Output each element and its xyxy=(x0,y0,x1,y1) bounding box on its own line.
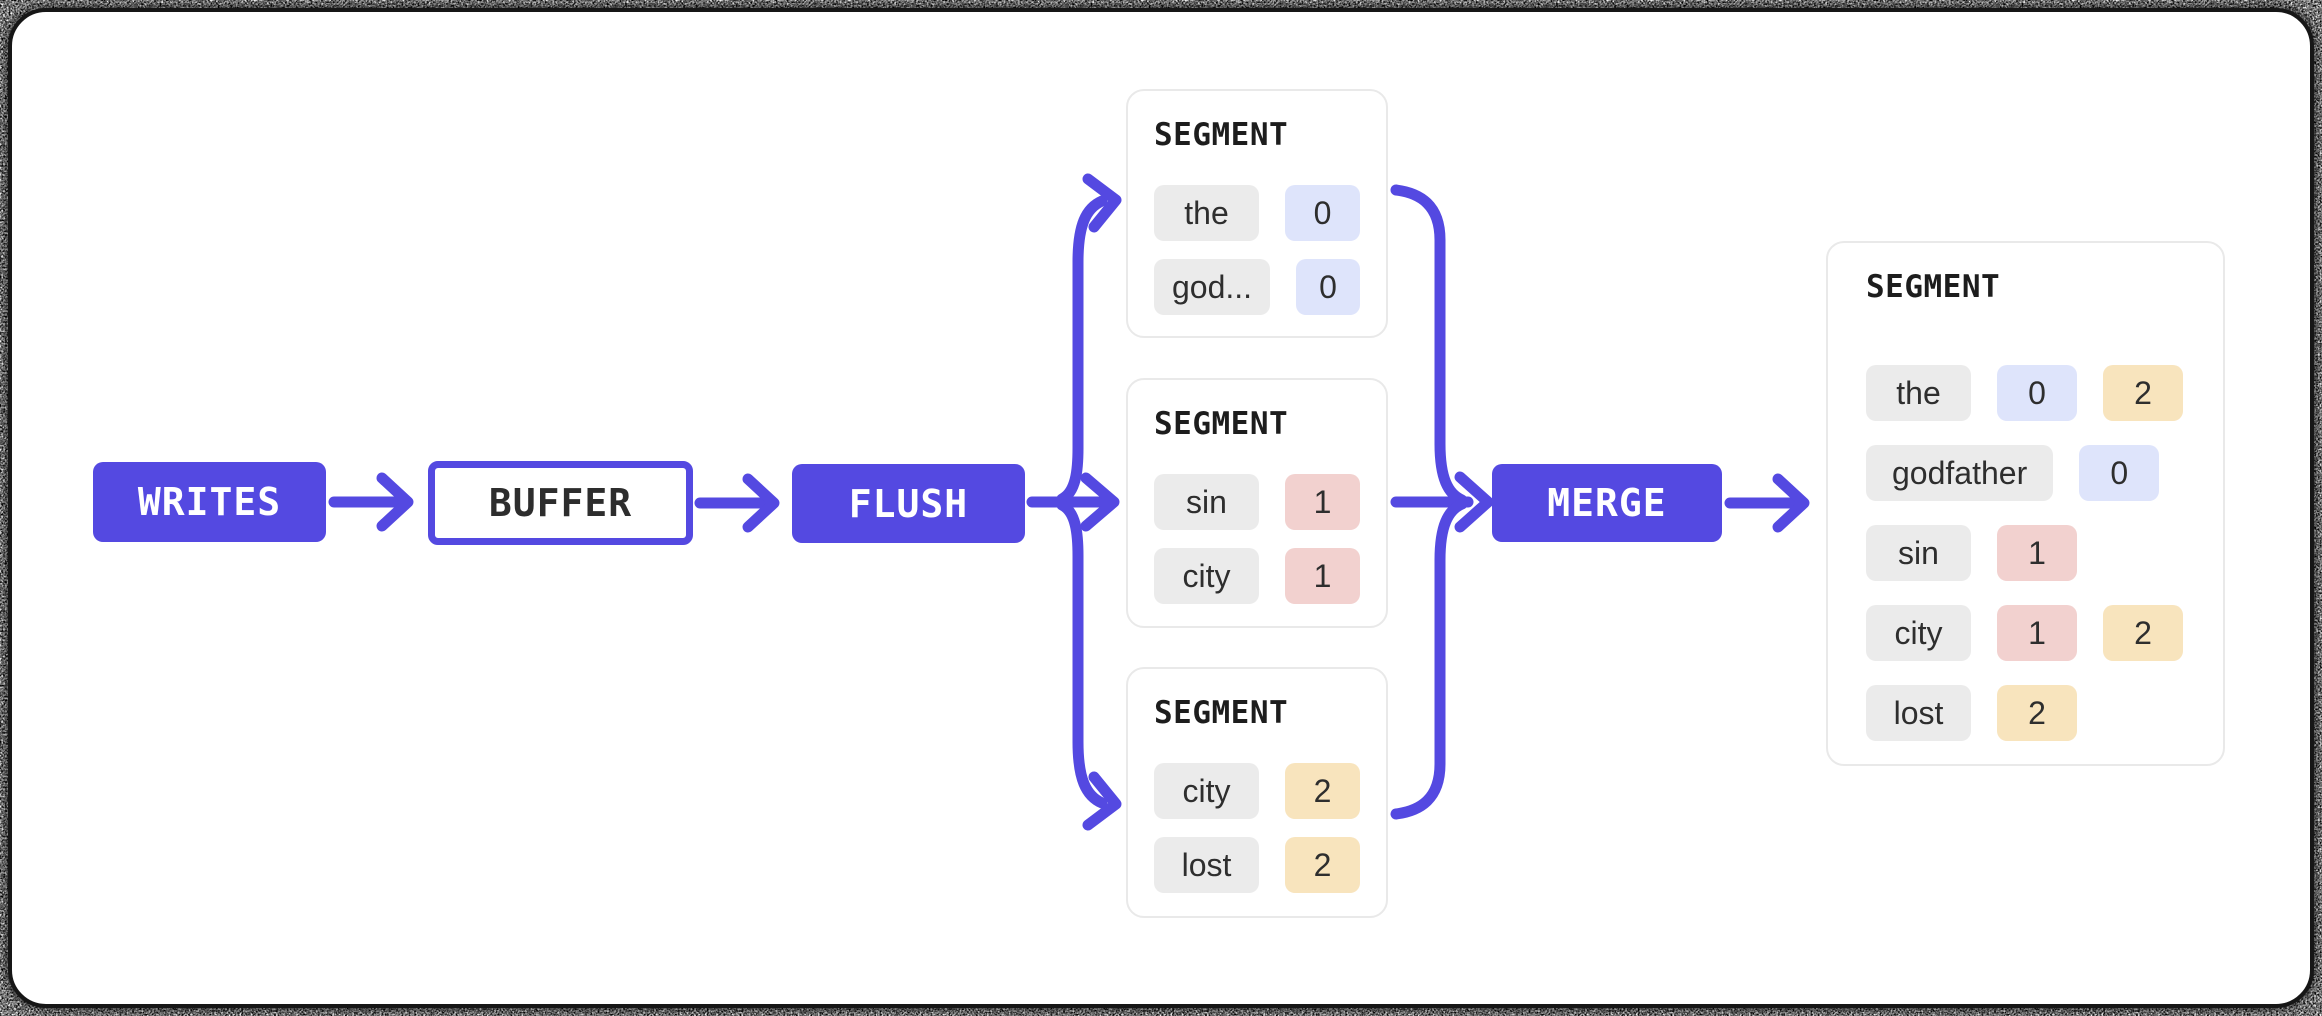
segment-title: SEGMENT xyxy=(1154,117,1289,153)
segment-card-middle: SEGMENT sin 1 city 1 xyxy=(1126,378,1388,628)
posting-chip: 2 xyxy=(2103,365,2183,421)
term-chip: god... xyxy=(1154,259,1271,315)
posting-chip: 0 xyxy=(1296,259,1360,315)
term-chip: the xyxy=(1154,185,1259,241)
posting-chip: 0 xyxy=(1285,185,1360,241)
segment-rows: city 2 lost 2 xyxy=(1154,763,1360,893)
posting-chip: 1 xyxy=(1997,605,2077,661)
term-chip: sin xyxy=(1866,525,1971,581)
segment-row: sin 1 xyxy=(1866,525,2185,581)
arrow-segment-top-to-merge xyxy=(1390,184,1468,506)
term-chip: city xyxy=(1866,605,1971,661)
arrow-flush-to-segment-bottom xyxy=(1056,499,1108,809)
arrowhead-buffer-to-flush xyxy=(742,473,780,533)
segment-row: lost 2 xyxy=(1866,685,2185,741)
segment-card-bottom: SEGMENT city 2 lost 2 xyxy=(1126,667,1388,918)
posting-chip: 2 xyxy=(2103,605,2183,661)
node-flush: FLUSH xyxy=(792,464,1025,543)
arrow-flush-to-segment-top xyxy=(1056,195,1108,505)
arrowhead-converge-to-merge xyxy=(1454,471,1494,533)
term-chip: lost xyxy=(1154,837,1259,893)
segment-row: city 2 xyxy=(1154,763,1360,819)
term-chip: sin xyxy=(1154,474,1259,530)
segment-rows: sin 1 city 1 xyxy=(1154,474,1360,604)
segment-row: god... 0 xyxy=(1154,259,1360,315)
arrowhead-flush-to-segment-middle xyxy=(1080,472,1120,532)
arrowhead-flush-to-segment-bottom xyxy=(1082,771,1122,831)
term-chip: lost xyxy=(1866,685,1971,741)
posting-chip: 1 xyxy=(1997,525,2077,581)
posting-chip: 0 xyxy=(2079,445,2160,501)
segment-row: the 0 xyxy=(1154,185,1360,241)
posting-chip: 0 xyxy=(1997,365,2077,421)
posting-chip: 2 xyxy=(1997,685,2077,741)
segment-row: city 1 xyxy=(1154,548,1360,604)
segment-row: godfather 0 xyxy=(1866,445,2185,501)
arrowhead-merge-to-segment xyxy=(1772,473,1810,533)
node-merge: MERGE xyxy=(1492,464,1722,542)
segment-title: SEGMENT xyxy=(1154,406,1289,442)
arrowhead-flush-to-segment-top xyxy=(1082,173,1122,233)
node-writes: WRITES xyxy=(93,462,326,542)
posting-chip: 1 xyxy=(1285,474,1360,530)
term-chip: city xyxy=(1154,548,1259,604)
term-chip: godfather xyxy=(1866,445,2054,501)
segment-title: SEGMENT xyxy=(1154,695,1289,731)
posting-chip: 2 xyxy=(1285,763,1360,819)
segment-row: lost 2 xyxy=(1154,837,1360,893)
node-buffer: BUFFER xyxy=(428,461,693,545)
segment-title: SEGMENT xyxy=(1866,269,2001,305)
posting-chip: 2 xyxy=(1285,837,1360,893)
posting-chip: 1 xyxy=(1285,548,1360,604)
arrow-segment-bottom-to-merge xyxy=(1390,498,1468,820)
arrowhead-writes-to-buffer xyxy=(376,472,414,532)
term-chip: the xyxy=(1866,365,1971,421)
term-chip: city xyxy=(1154,763,1259,819)
segment-row: sin 1 xyxy=(1154,474,1360,530)
